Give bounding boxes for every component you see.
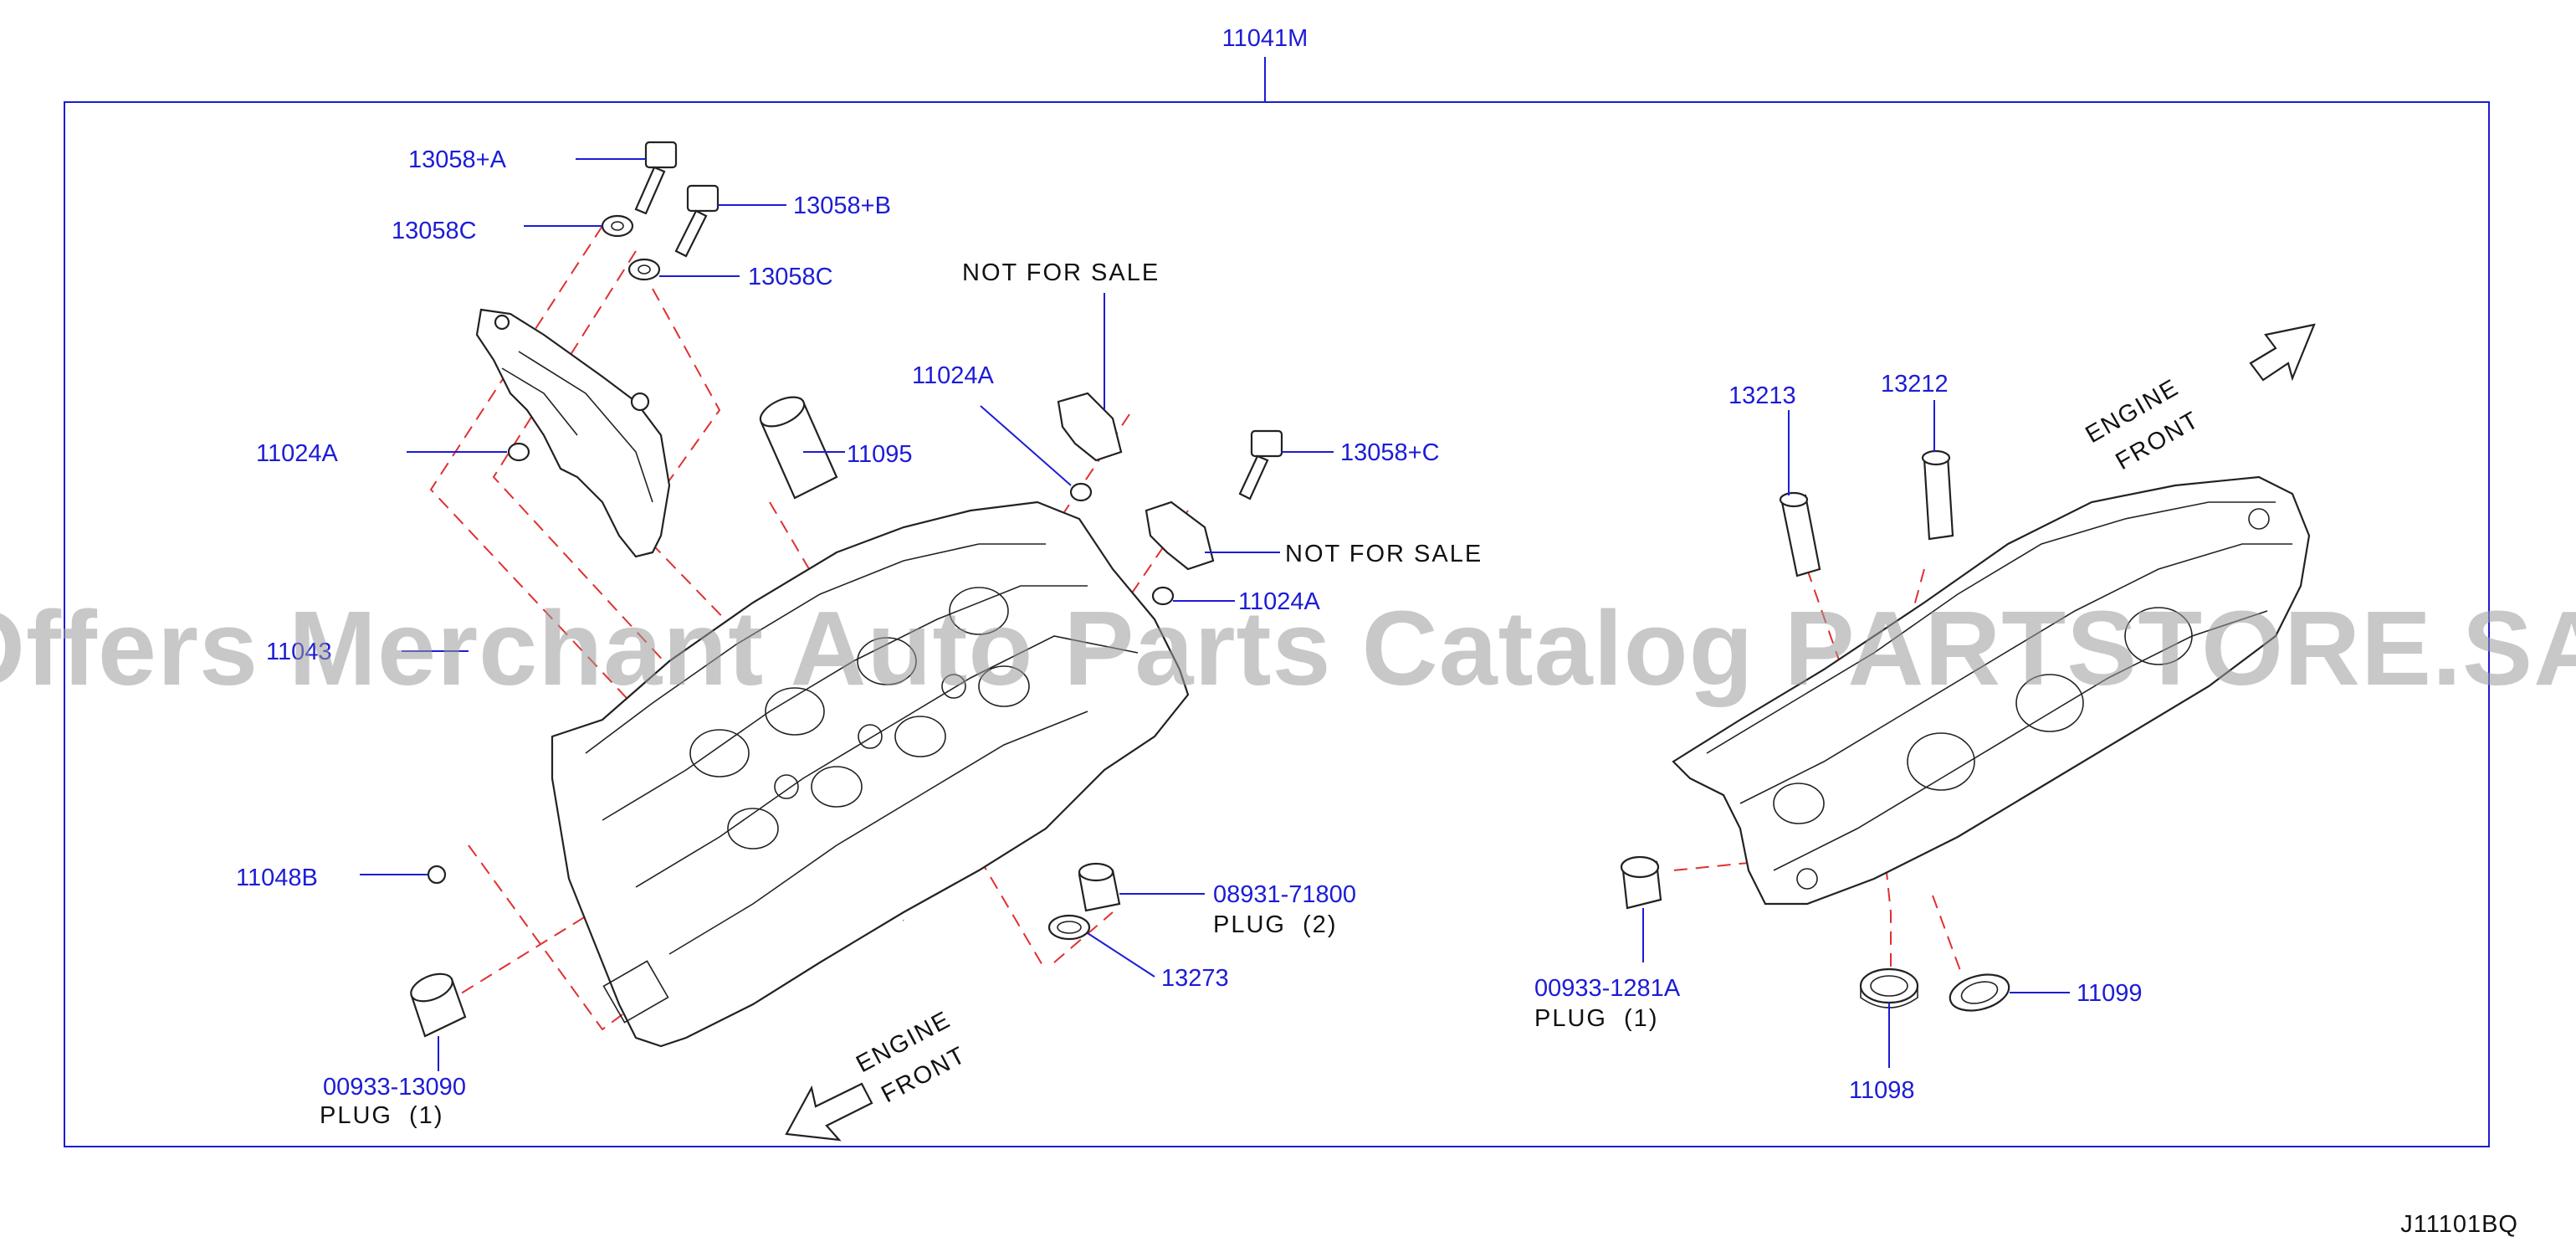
label-13058c-2[interactable]: 13058C	[748, 264, 833, 290]
label-11024a-left[interactable]: 11024A	[256, 440, 338, 467]
seal-11099-icon[interactable]	[1946, 968, 2013, 1016]
label-11098[interactable]: 11098	[1849, 1077, 1915, 1104]
label-11095[interactable]: 11095	[847, 441, 913, 468]
plug-ball-icon[interactable]	[427, 865, 447, 885]
washer-icon[interactable]	[601, 214, 634, 238]
dowel-icon[interactable]	[507, 442, 530, 462]
diagram-code: J11101BQ	[2400, 1211, 2518, 1238]
label-13058a[interactable]: 13058+A	[408, 146, 507, 173]
label-11024a-top[interactable]: 11024A	[912, 362, 994, 389]
label-13058c-1[interactable]: 13058C	[392, 218, 477, 244]
bolt-13058b-icon[interactable]	[674, 184, 720, 258]
label-11043[interactable]: 11043	[266, 639, 332, 665]
left-cylinder-head[interactable]	[551, 500, 1190, 1048]
bolt-13058a-icon[interactable]	[634, 141, 678, 215]
label-plug-2: PLUG (2)	[1213, 911, 1337, 938]
right-cylinder-head-group: 13213 13212 00933-1281A PLUG (1) 11098 1…	[1534, 323, 2316, 1104]
cam-bracket-mid[interactable]	[1145, 500, 1215, 571]
label-11048b[interactable]: 11048B	[236, 865, 318, 891]
assembly-label[interactable]: 11041M	[1222, 25, 1308, 52]
screw-plug-icon[interactable]	[1078, 862, 1121, 912]
engine-front-arrow-left: ENGINE FRONT	[785, 1006, 970, 1142]
cam-bracket-top[interactable]	[1057, 392, 1123, 462]
label-plug-1-right: PLUG (1)	[1534, 1005, 1658, 1032]
label-13058c-bolt[interactable]: 13058+C	[1340, 439, 1440, 466]
dowel-icon[interactable]	[1151, 586, 1175, 606]
cup-plug-left-icon[interactable]	[407, 968, 467, 1038]
timing-bracket[interactable]	[475, 308, 671, 558]
label-08931-71800[interactable]: 08931-71800	[1213, 881, 1356, 908]
right-cylinder-head[interactable]	[1672, 475, 2311, 906]
dowel-icon[interactable]	[1069, 482, 1093, 502]
washer-icon[interactable]	[627, 258, 661, 281]
label-plug-1-left: PLUG (1)	[320, 1102, 443, 1129]
gasket-ring-icon[interactable]	[1047, 914, 1091, 941]
label-13273[interactable]: 13273	[1161, 965, 1229, 992]
label-11099[interactable]: 11099	[2077, 980, 2143, 1007]
bolt-13058c-icon[interactable]	[1238, 429, 1283, 500]
assembly-frame	[64, 101, 2490, 1147]
label-not-for-sale-1: NOT FOR SALE	[962, 259, 1160, 286]
watermark: Offers Merchant Auto Parts Catalog PARTS…	[0, 589, 2576, 707]
label-13212[interactable]: 13212	[1881, 371, 1949, 398]
engine-front-arrow-right: ENGINE FRONT	[2082, 323, 2316, 475]
seal-11098-icon[interactable]	[1859, 967, 1919, 1008]
label-00933-1281a[interactable]: 00933-1281A	[1534, 975, 1681, 1002]
valve-guide-13212-icon[interactable]	[1921, 449, 1954, 541]
valve-guide-13213-icon[interactable]	[1779, 491, 1821, 577]
label-13213[interactable]: 13213	[1728, 382, 1796, 409]
label-00933-13090[interactable]: 00933-13090	[323, 1074, 466, 1101]
label-13058b[interactable]: 13058+B	[793, 192, 891, 219]
label-11024a-mid[interactable]: 11024A	[1238, 588, 1320, 615]
cup-plug-right-icon[interactable]	[1620, 855, 1662, 910]
label-not-for-sale-2: NOT FOR SALE	[1285, 541, 1483, 567]
